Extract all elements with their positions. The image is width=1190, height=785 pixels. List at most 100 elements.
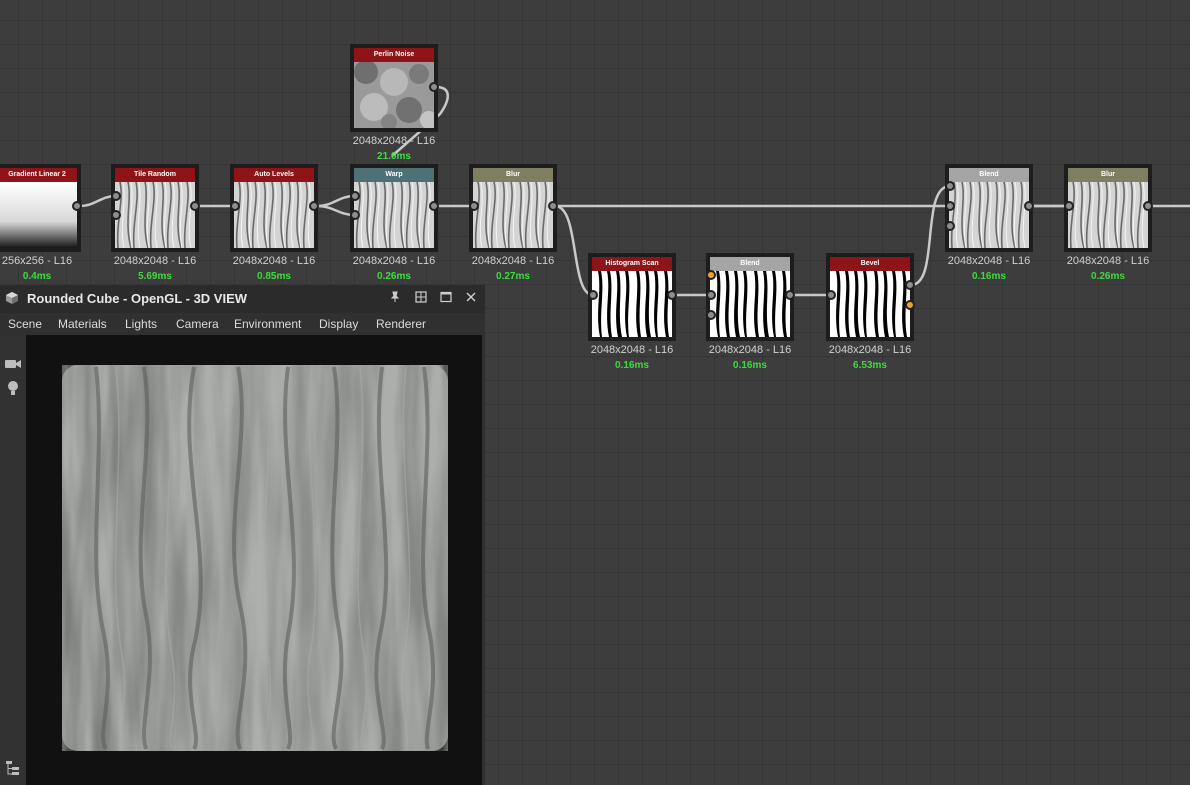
- input-port[interactable]: [945, 221, 955, 231]
- input-port[interactable]: [230, 201, 240, 211]
- node-resolution: 256x256 - L16: [1, 255, 73, 267]
- node-frame: Blend: [949, 168, 1029, 248]
- node-compute-time: 0.27ms: [496, 271, 530, 282]
- input-port[interactable]: [706, 270, 716, 280]
- input-port[interactable]: [588, 290, 598, 300]
- node-gradient[interactable]: Gradient Linear 2 256x256 - L16 0.4ms: [0, 164, 82, 282]
- output-port[interactable]: [905, 280, 915, 290]
- input-port[interactable]: [826, 290, 836, 300]
- node-resolution: 2048x2048 - L16: [828, 344, 912, 356]
- node-warp[interactable]: Warp 2048x2048 - L16 0.26ms: [350, 164, 439, 282]
- menu-environment[interactable]: Environment: [234, 317, 302, 331]
- node-frame: Blur: [1068, 168, 1148, 248]
- output-port[interactable]: [190, 201, 200, 211]
- input-port[interactable]: [945, 181, 955, 191]
- node-bevel[interactable]: Bevel 2048x2048 - L16 6.53ms: [826, 253, 915, 371]
- menu-materials[interactable]: Materials: [58, 317, 107, 331]
- close-icon[interactable]: [462, 290, 480, 308]
- node-tile[interactable]: Tile Random 2048x2048 - L16 5.69ms: [111, 164, 200, 282]
- node-resolution: 2048x2048 - L16: [590, 344, 674, 356]
- 3d-view-panel: Rounded Cube - OpenGL - 3D VIEW Scene Ma…: [0, 285, 485, 785]
- node-compute-time: 0.16ms: [972, 271, 1006, 282]
- node-blend2[interactable]: Blend 2048x2048 - L16 0.16ms: [945, 164, 1034, 282]
- node-title: Tile Random: [115, 168, 195, 182]
- node-compute-time: 0.26ms: [377, 271, 411, 282]
- output-port[interactable]: [1024, 201, 1034, 211]
- node-compute-time: 0.4ms: [22, 271, 52, 282]
- layout-icon[interactable]: [412, 290, 430, 308]
- output-port[interactable]: [309, 201, 319, 211]
- node-thumbnail: [592, 271, 672, 337]
- light-bulb-icon[interactable]: [4, 379, 22, 397]
- input-port[interactable]: [111, 210, 121, 220]
- node-title: Gradient Linear 2: [0, 168, 77, 182]
- rounded-cube-render: [62, 365, 448, 751]
- hierarchy-icon[interactable]: [4, 759, 22, 777]
- output-port[interactable]: [548, 201, 558, 211]
- node-title: Warp: [354, 168, 434, 182]
- node-compute-time: 0.26ms: [1091, 271, 1125, 282]
- node-thumbnail: [354, 182, 434, 248]
- menu-camera[interactable]: Camera: [176, 317, 219, 331]
- node-resolution: 2048x2048 - L16: [113, 255, 197, 267]
- input-port[interactable]: [350, 191, 360, 201]
- input-port[interactable]: [350, 210, 360, 220]
- node-resolution: 2048x2048 - L16: [352, 135, 436, 147]
- output-port[interactable]: [429, 82, 439, 92]
- input-port[interactable]: [706, 290, 716, 300]
- node-title: Auto Levels: [234, 168, 314, 182]
- node-title: Blend: [949, 168, 1029, 182]
- maximize-icon[interactable]: [437, 290, 455, 308]
- node-title: Histogram Scan: [592, 257, 672, 271]
- node-compute-time: 5.69ms: [138, 271, 172, 282]
- menu-renderer[interactable]: Renderer: [376, 317, 427, 331]
- input-port[interactable]: [469, 201, 479, 211]
- node-histscan[interactable]: Histogram Scan 2048x2048 - L16 0.16ms: [588, 253, 677, 371]
- node-frame: Bevel: [830, 257, 910, 337]
- menu-display[interactable]: Display: [319, 317, 359, 331]
- output-port[interactable]: [429, 201, 439, 211]
- node-resolution: 2048x2048 - L16: [947, 255, 1031, 267]
- output-port[interactable]: [1143, 201, 1153, 211]
- node-compute-time: 21.6ms: [377, 151, 411, 162]
- 3d-view-menubar: Scene Materials Lights Camera Environmen…: [0, 313, 485, 335]
- node-compute-time: 6.53ms: [853, 360, 887, 371]
- menu-lights[interactable]: Lights: [125, 317, 158, 331]
- 3d-view-title: Rounded Cube - OpenGL - 3D VIEW: [27, 291, 248, 306]
- output-port[interactable]: [667, 290, 677, 300]
- node-frame: Gradient Linear 2: [0, 168, 77, 248]
- node-thumbnail: [710, 271, 790, 337]
- pin-icon[interactable]: [386, 290, 404, 308]
- node-frame: Tile Random: [115, 168, 195, 248]
- camera-icon[interactable]: [4, 355, 22, 373]
- node-thumbnail: [473, 182, 553, 248]
- node-frame: Warp: [354, 168, 434, 248]
- menu-scene[interactable]: Scene: [8, 317, 43, 331]
- input-port[interactable]: [111, 191, 121, 201]
- node-thumbnail: [115, 182, 195, 248]
- output-port[interactable]: [905, 300, 915, 310]
- node-thumbnail: [234, 182, 314, 248]
- node-compute-time: 0.16ms: [615, 360, 649, 371]
- node-thumbnail: [949, 182, 1029, 248]
- input-port[interactable]: [945, 201, 955, 211]
- node-thumbnail: [354, 62, 434, 128]
- node-compute-time: 0.16ms: [733, 360, 767, 371]
- output-port[interactable]: [785, 290, 795, 300]
- node-thumbnail: [1068, 182, 1148, 248]
- node-title: Bevel: [830, 257, 910, 271]
- node-title: Blur: [1068, 168, 1148, 182]
- 3d-view-side-toolbar: [0, 335, 26, 785]
- node-resolution: 2048x2048 - L16: [352, 255, 436, 267]
- cube-icon: [6, 292, 18, 304]
- 3d-viewport[interactable]: [26, 335, 482, 785]
- input-port[interactable]: [706, 310, 716, 320]
- output-port[interactable]: [72, 201, 82, 211]
- 3d-view-titlebar: Rounded Cube - OpenGL - 3D VIEW: [0, 285, 485, 313]
- input-port[interactable]: [1064, 201, 1074, 211]
